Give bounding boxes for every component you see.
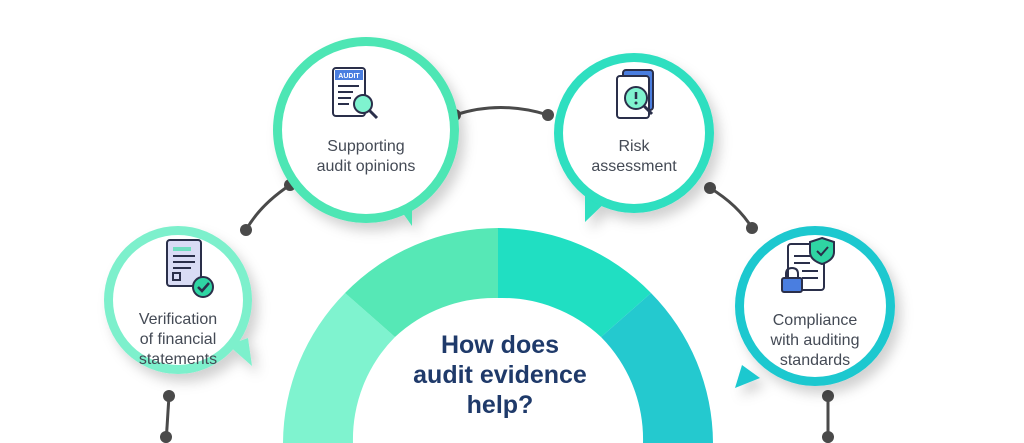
connector-dot <box>240 224 252 236</box>
svg-text:AUDIT: AUDIT <box>338 73 360 80</box>
label-line: Supporting <box>327 138 405 155</box>
connector-right <box>709 186 754 229</box>
connector-dot <box>160 431 172 443</box>
connector-dot <box>542 109 554 121</box>
bubble-supporting <box>273 37 459 226</box>
center-ring <box>283 228 713 443</box>
label-line: Risk <box>618 138 650 155</box>
center-title: How does audit evidence help? <box>380 330 620 420</box>
ring-segment-1 <box>283 293 395 443</box>
center-title-line: How does <box>440 331 560 359</box>
label-line: statements <box>138 351 218 368</box>
center-title-line: help? <box>466 391 534 419</box>
ring-segment-2 <box>345 228 498 337</box>
label-line: assessment <box>591 158 677 175</box>
label-compliance: Compliance with auditing standards <box>758 311 872 371</box>
audit-magnifier-icon: AUDIT <box>332 67 379 120</box>
label-line: Compliance <box>772 312 858 329</box>
connector-dot <box>746 222 758 234</box>
bubble-compliance <box>735 226 895 388</box>
ring-segment-4 <box>601 293 713 443</box>
document-check-icon <box>166 239 214 298</box>
label-line: Verification <box>138 311 218 328</box>
label-supporting: Supporting audit opinions <box>306 137 426 177</box>
connector-top <box>454 106 549 117</box>
label-risk: Risk assessment <box>584 137 684 177</box>
connector-left <box>244 183 291 231</box>
label-line: of financial <box>139 331 217 348</box>
label-line: audit opinions <box>316 158 416 175</box>
ring-segment-3 <box>498 228 651 337</box>
center-title-line: audit evidence <box>413 361 587 389</box>
bubble-verification <box>104 226 252 374</box>
label-line: with auditing <box>770 332 860 349</box>
connector-dot <box>163 390 175 402</box>
label-verification: Verification of financial statements <box>128 310 228 370</box>
risk-document-icon <box>616 69 654 119</box>
bubble-risk <box>554 53 714 222</box>
connector-dot <box>822 431 834 443</box>
label-line: standards <box>779 352 851 369</box>
connector-dot <box>822 390 834 402</box>
connector-dot <box>704 182 716 194</box>
compliance-lock-shield-icon <box>781 236 835 293</box>
